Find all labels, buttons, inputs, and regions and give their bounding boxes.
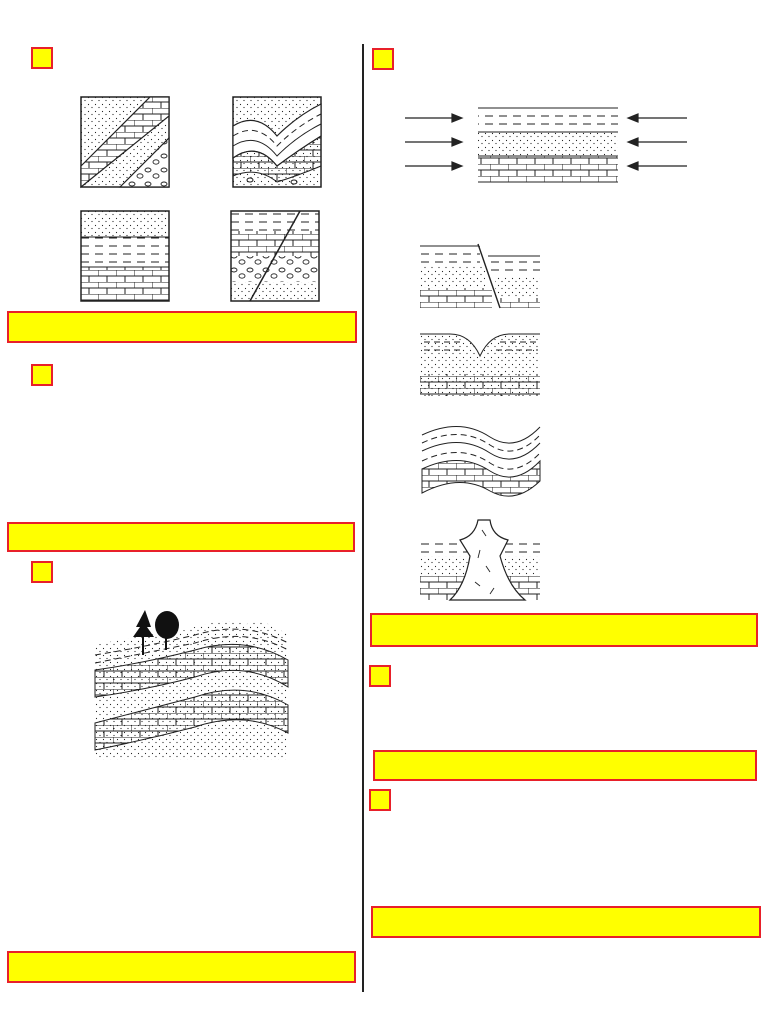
question-marker-6 — [369, 789, 391, 811]
column-divider — [362, 44, 364, 992]
question-marker-5 — [369, 665, 391, 687]
sketch-erosion-valley — [420, 333, 540, 396]
answer-bar-1[interactable] — [7, 311, 357, 343]
folded-strata-landscape — [94, 610, 289, 760]
block-diagram-faulted-layers — [230, 210, 320, 302]
compression-diagram — [405, 107, 687, 183]
answer-bar-6[interactable] — [371, 906, 761, 938]
question-marker-2 — [31, 364, 53, 386]
block-diagram-horizontal-layers — [80, 210, 170, 302]
answer-bar-5[interactable] — [373, 750, 757, 781]
answer-bar-2[interactable] — [7, 522, 355, 552]
question-marker-3 — [31, 561, 53, 583]
block-diagram-folded-layers — [232, 96, 322, 188]
sketch-fault — [420, 243, 540, 309]
question-marker-4 — [372, 48, 394, 70]
question-marker-1 — [31, 47, 53, 69]
sketch-volcanic-intrusion — [420, 519, 540, 601]
block-diagram-tilted-layers — [80, 96, 170, 189]
sketch-folds — [421, 426, 541, 497]
answer-bar-3[interactable] — [7, 951, 356, 983]
answer-bar-4[interactable] — [370, 613, 758, 647]
